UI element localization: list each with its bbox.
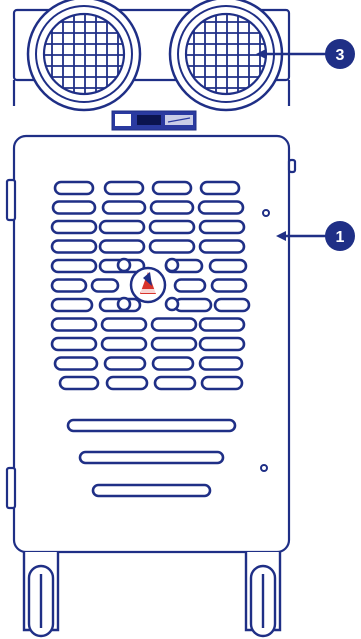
grille-slot — [148, 219, 196, 235]
exhaust-fan-right — [168, 0, 284, 112]
grille-slot — [98, 219, 146, 235]
grille-slot — [151, 180, 193, 196]
grille-slot — [148, 239, 196, 254]
grille-slot — [50, 297, 94, 313]
grille-slot — [198, 336, 246, 352]
grille-slot — [198, 239, 246, 254]
grille-slot — [150, 317, 198, 332]
lower-vents — [66, 418, 237, 498]
grille-slot — [200, 375, 244, 391]
grille-hole — [164, 296, 180, 312]
grille-slot — [105, 375, 149, 391]
grille-slot — [50, 336, 98, 352]
grille-slot — [53, 356, 99, 371]
callout-1: 1 — [276, 221, 355, 251]
grille-slot — [58, 375, 100, 391]
grille-slot — [50, 239, 98, 254]
grille-slot — [51, 200, 97, 215]
grille-slot — [173, 297, 213, 313]
grille-slot — [53, 180, 95, 196]
grille-slot — [198, 356, 244, 371]
grille-slot — [50, 317, 98, 332]
grille-slot — [198, 317, 246, 332]
grille-slot — [210, 278, 248, 293]
grille-slot — [101, 200, 147, 215]
grille-slot — [98, 239, 146, 254]
grille-slot — [213, 297, 251, 313]
center-badge — [129, 266, 167, 304]
caster-right — [244, 552, 282, 638]
grille-slot — [198, 219, 246, 235]
callout-1-label: 1 — [336, 229, 345, 246]
exhaust-fan-left — [26, 0, 142, 112]
grille-slot — [150, 336, 198, 352]
grille-slot — [153, 375, 197, 391]
grille-hole — [116, 296, 132, 312]
grille-slot — [90, 278, 120, 293]
grille-slot — [103, 356, 147, 371]
grille-slot — [50, 278, 88, 293]
grille-slot — [100, 317, 148, 332]
screws — [260, 209, 270, 472]
grille-slot — [50, 219, 98, 235]
caster-left — [22, 552, 60, 638]
grille-hole — [164, 257, 180, 273]
front-grille — [50, 180, 251, 391]
grille-slot — [199, 180, 241, 196]
control-display — [111, 110, 197, 131]
grille-slot — [197, 200, 245, 215]
grille-slot — [151, 356, 195, 371]
grille-slot — [50, 258, 98, 274]
grille-hole — [116, 257, 132, 273]
grille-slot — [103, 180, 145, 196]
grille-slot — [100, 336, 148, 352]
callout-3-label: 3 — [336, 47, 345, 64]
callout-3: 3 — [256, 39, 355, 69]
grille-slot — [208, 258, 248, 274]
grille-slot — [149, 200, 195, 215]
grille-slot — [173, 278, 207, 293]
